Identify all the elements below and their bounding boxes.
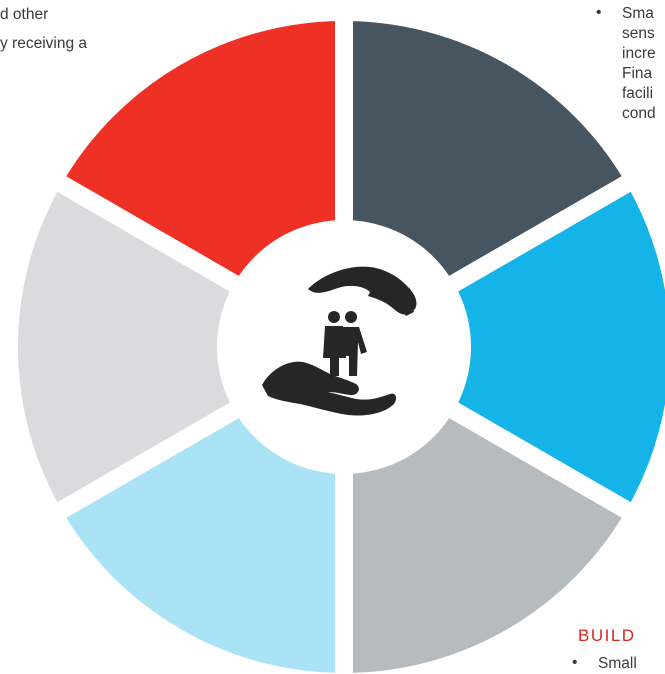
right-text-line-3: incre	[622, 45, 656, 62]
build-line-1: Small	[598, 655, 637, 672]
wheel-segment-left	[0, 167, 363, 527]
wheel-segment-right	[325, 167, 665, 527]
right-text-line-4: Fina	[622, 65, 653, 82]
right-text-line-5: facili	[622, 85, 654, 102]
build-heading: BUILD	[578, 626, 636, 645]
hands-protecting-family-icon	[262, 266, 417, 416]
left-text-line-2: y receiving a	[0, 35, 88, 52]
right-text-line-2: sens	[622, 25, 655, 42]
build-bullet: •	[572, 654, 578, 671]
right-text-line-1: Sma	[622, 5, 654, 22]
left-text-line-1: d other	[0, 6, 49, 23]
right-text-line-6: cond	[622, 105, 656, 122]
right-text-bullet: •	[596, 4, 602, 21]
